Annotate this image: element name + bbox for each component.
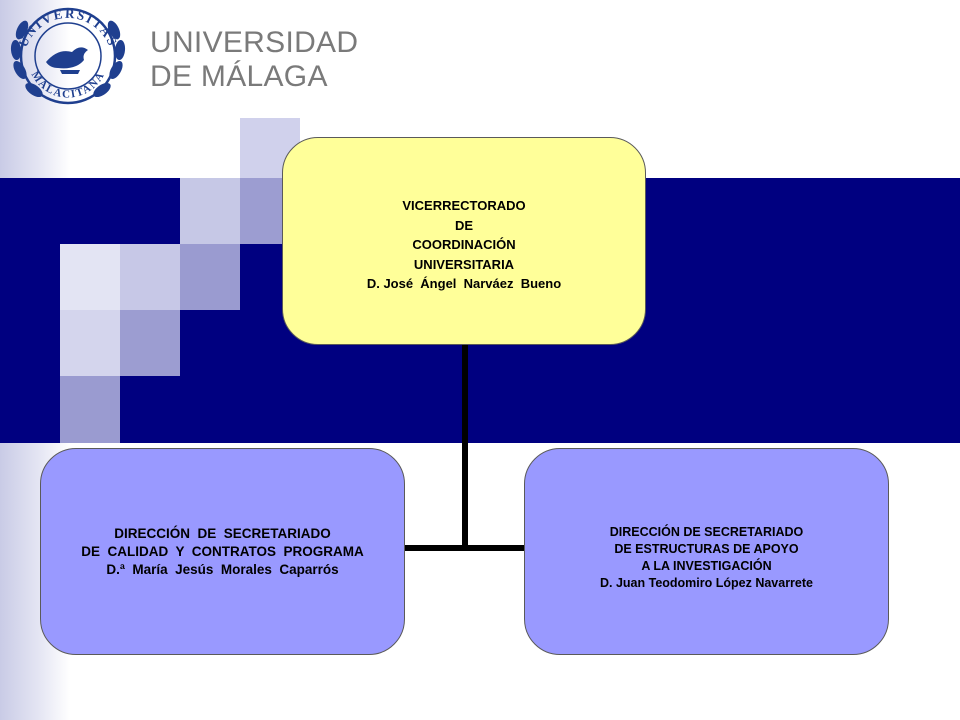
university-name: UNIVERSIDAD DE MÁLAGA	[150, 26, 358, 94]
deco-square	[60, 244, 120, 310]
svg-text:UNIVERSITAS: UNIVERSITAS	[15, 6, 121, 50]
node-line: VICERRECTORADO	[402, 198, 526, 214]
connector-vertical	[462, 345, 468, 551]
node-line: DE	[454, 217, 474, 233]
node-line: A LA INVESTIGACIÓN	[641, 558, 772, 573]
node-line: D. José Ángel Narváez Bueno	[366, 276, 562, 292]
node-line: DIRECCIÓN DE SECRETARIADO	[609, 524, 804, 539]
node-vicerrectorado-text: VICERRECTORADO DE COORDINACIÓN UNIVERSIT…	[367, 196, 561, 294]
node-line: COORDINACIÓN	[412, 237, 516, 253]
deco-square	[60, 376, 120, 443]
node-line: D.ª María Jesús Morales Caparrós	[106, 561, 339, 577]
deco-square	[0, 244, 60, 310]
node-direccion-estructuras-text: DIRECCIÓN DE SECRETARIADO DE ESTRUCTURAS…	[600, 524, 813, 592]
university-logo: UNIVERSITAS MALACITANA	[0, 0, 136, 123]
deco-square	[120, 310, 180, 376]
node-direccion-estructuras: DIRECCIÓN DE SECRETARIADO DE ESTRUCTURAS…	[524, 448, 889, 655]
deco-square	[180, 178, 240, 244]
node-direccion-calidad-text: DIRECCIÓN DE SECRETARIADO DE CALIDAD Y C…	[81, 525, 364, 579]
connector-horizontal	[405, 545, 524, 551]
node-line: DE CALIDAD Y CONTRATOS PROGRAMA	[81, 543, 364, 559]
node-line: DE ESTRUCTURAS DE APOYO	[614, 541, 799, 556]
node-line: UNIVERSITARIA	[413, 256, 515, 272]
university-name-line1: UNIVERSIDAD	[150, 26, 359, 59]
deco-square	[180, 244, 240, 310]
node-line: D. Juan Teodomiro López Navarrete	[599, 575, 813, 590]
node-direccion-calidad: DIRECCIÓN DE SECRETARIADO DE CALIDAD Y C…	[40, 448, 405, 655]
node-line: DIRECCIÓN DE SECRETARIADO	[114, 525, 331, 541]
deco-square	[60, 310, 120, 376]
deco-square	[120, 244, 180, 310]
dove-icon	[46, 47, 88, 74]
university-seal-icon: UNIVERSITAS MALACITANA	[10, 6, 126, 105]
university-name-line2: DE MÁLAGA	[150, 60, 328, 93]
node-vicerrectorado: VICERRECTORADO DE COORDINACIÓN UNIVERSIT…	[282, 137, 646, 345]
